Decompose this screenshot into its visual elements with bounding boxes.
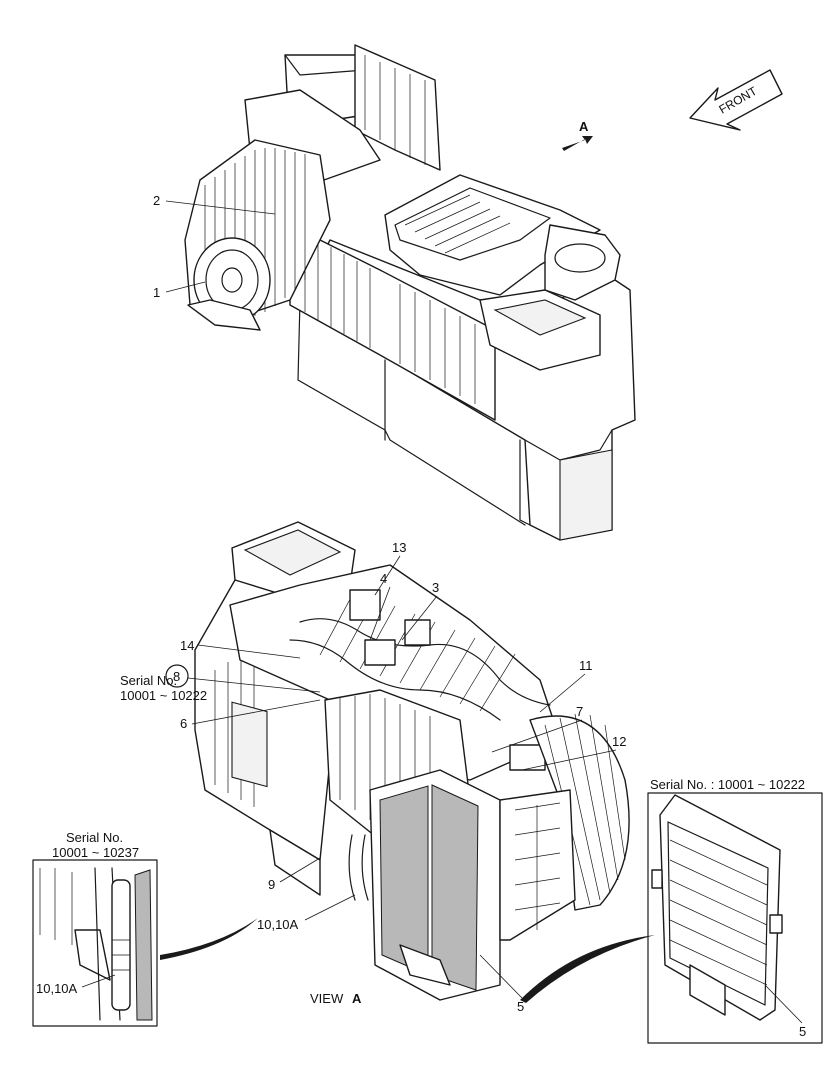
callout-7: 7 — [576, 704, 583, 719]
left-inset: Serial No. 10001 ~ 10237 10,10A — [32, 830, 158, 1027]
callout-3: 3 — [432, 580, 439, 595]
left-inset-pointer — [160, 918, 258, 960]
callout-8: 8 — [173, 669, 180, 684]
callout-8-circle — [165, 664, 189, 688]
right-inset-frame — [647, 792, 823, 1044]
right-inset-serial: Serial No. : 10001 ~ 10222 — [650, 777, 805, 792]
left-inset-serial-line1: Serial No. — [66, 830, 123, 845]
serial-main-line2: 10001 ~ 10222 — [120, 688, 207, 703]
top-callouts: 2 1 — [153, 193, 276, 300]
callout-11: 11 — [579, 658, 593, 673]
view-a-indicator: A — [562, 119, 593, 151]
view-caption-letter: A — [352, 991, 362, 1006]
callout-10-10a-main: 10,10A — [257, 917, 299, 932]
callout-4: 4 — [380, 571, 387, 586]
callout-13: 13 — [392, 540, 406, 555]
callout-5-main: 5 — [517, 999, 524, 1014]
right-inset-pointer — [520, 935, 655, 1003]
view-a-caption: VIEW A — [310, 991, 362, 1006]
callout-10-10a-inset: 10,10A — [36, 981, 78, 996]
view-a-letter: A — [579, 119, 589, 134]
callout-2: 2 — [153, 193, 160, 208]
callout-5-inset: 5 — [799, 1024, 806, 1039]
callout-6: 6 — [180, 716, 187, 731]
callout-12: 12 — [612, 734, 626, 749]
right-inset: Serial No. : 10001 ~ 10222 5 — [647, 777, 823, 1044]
callout-14: 14 — [180, 638, 194, 653]
serial-main-line1: Serial No. — [120, 673, 177, 688]
callout-1: 1 — [153, 285, 160, 300]
left-inset-serial-line2: 10001 ~ 10237 — [52, 845, 139, 860]
bottom-hvac-unit — [194, 521, 630, 1001]
callout-9: 9 — [268, 877, 275, 892]
view-caption-prefix: VIEW — [310, 991, 344, 1006]
left-inset-frame — [32, 859, 158, 1027]
bottom-callouts: 13 4 3 14 11 Serial No. 10001 ~ 10222 8 … — [120, 540, 626, 1014]
top-hvac-unit — [184, 44, 636, 541]
front-direction-arrow: FRONT — [689, 69, 783, 131]
